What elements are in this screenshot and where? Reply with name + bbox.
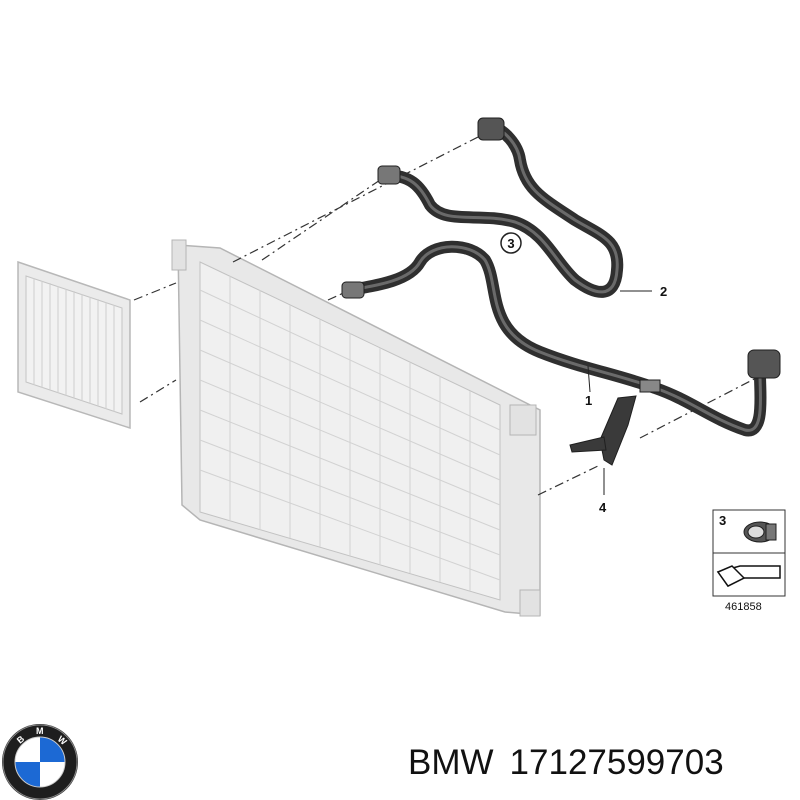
callout-4: 4: [599, 500, 607, 515]
coolant-hose-upper: [377, 117, 624, 298]
main-radiator: [171, 239, 541, 617]
part-caption: BMW 17127599703: [408, 738, 788, 788]
auxiliary-cooler: [17, 260, 131, 430]
part-number: 17127599703: [509, 743, 724, 782]
callout-2: 2: [660, 284, 667, 299]
callout-3: 3: [507, 236, 514, 251]
svg-text:M: M: [36, 726, 44, 736]
reference-number: 461858: [725, 601, 762, 613]
coolant-hose-lower: [341, 240, 781, 437]
callout-1: 1: [585, 393, 592, 408]
legend-box: 3: [712, 509, 786, 597]
hose-clamp-icon: [743, 521, 777, 543]
callout-3-circle: [500, 232, 522, 254]
leader-lines: [587, 290, 652, 495]
brand-name: BMW: [408, 743, 494, 782]
svg-text:B: B: [15, 733, 27, 745]
legend-item-label: 3: [719, 513, 726, 528]
hose-bracket: [569, 395, 637, 466]
bmw-logo: B M W: [2, 724, 78, 800]
arrow-icon: [716, 565, 781, 587]
